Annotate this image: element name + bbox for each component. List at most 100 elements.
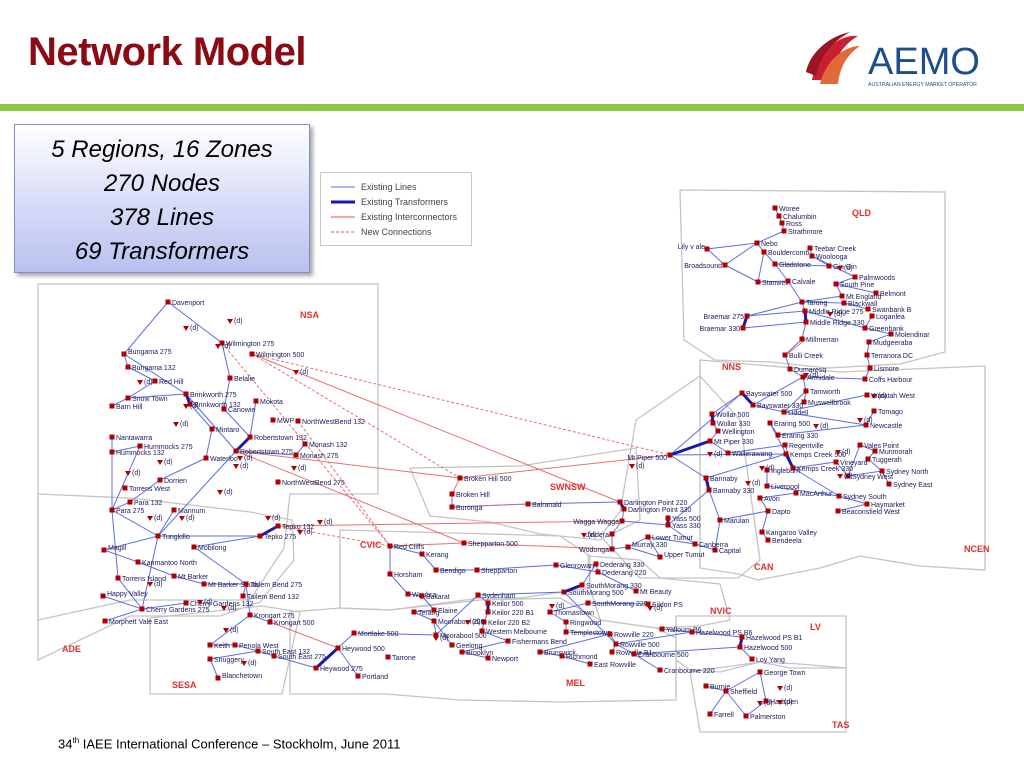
node-label: Magill: [108, 545, 127, 552]
node-marker: [563, 629, 569, 635]
network-line: [129, 479, 161, 503]
node-marker: [385, 654, 391, 660]
node-marker: [475, 592, 481, 598]
node-marker: [659, 626, 665, 632]
node-marker: [165, 299, 171, 305]
node-marker: [525, 501, 531, 507]
node-marker: [109, 449, 115, 455]
node-label: Penola West: [239, 643, 279, 650]
network-line: [769, 422, 787, 455]
node-marker: [593, 561, 599, 567]
dispatch-label: (d): [878, 393, 887, 400]
node-label: Ingleburn: [771, 468, 800, 475]
network-line: [647, 536, 696, 545]
node-label: Coffs Harbour: [869, 377, 913, 384]
node-marker: [879, 468, 885, 474]
node-label: South East 275: [278, 654, 326, 661]
node-marker: [863, 422, 869, 428]
footer-ordinal: 34: [58, 736, 73, 752]
dispatch-marker: [813, 424, 819, 429]
dispatch-marker: [237, 456, 243, 461]
dispatch-label: (d): [234, 318, 243, 325]
node-label: Wallerawang: [732, 451, 772, 458]
dispatch-marker: [157, 460, 163, 465]
node-marker: [703, 683, 709, 689]
footer-ordinal-suffix: th: [72, 736, 80, 745]
dispatch-label: (d): [132, 470, 141, 477]
node-marker: [387, 543, 393, 549]
node-label: Regentville: [789, 443, 824, 450]
zone-label: SWNSW: [550, 482, 586, 492]
node-marker: [449, 504, 455, 510]
node-label: Stanwell: [762, 280, 789, 287]
node-label: Robertstown 132: [254, 435, 307, 442]
network-line: [185, 393, 237, 452]
node-marker: [707, 711, 713, 717]
node-marker: [609, 649, 615, 655]
network-line: [413, 611, 435, 622]
network-line: [249, 400, 257, 438]
network-line: [137, 561, 175, 577]
node-marker: [433, 567, 439, 573]
node-label: Woree: [779, 206, 800, 213]
node-label: Dapto: [772, 509, 791, 516]
network-line: [835, 276, 856, 285]
node-label: Keilor 220 B2: [488, 620, 530, 627]
node-marker: [845, 473, 851, 479]
network-line: [103, 549, 139, 563]
node-marker: [836, 493, 842, 499]
node-label: Gladstone: [779, 262, 811, 269]
network-line: [257, 650, 275, 657]
dispatch-label: (d): [588, 532, 597, 539]
dispatch-marker: [465, 620, 471, 625]
node-marker: [183, 600, 189, 606]
node-label: Yallourn B6: [666, 627, 702, 634]
node-marker: [833, 281, 839, 287]
network-line: [633, 653, 661, 671]
node-marker: [474, 567, 480, 573]
node-marker: [772, 205, 778, 211]
node-label: Millmerran: [806, 337, 839, 344]
node-label: Jindera: [586, 532, 609, 539]
node-label: Thomastown: [554, 610, 594, 617]
zone-label: NSA: [300, 310, 320, 320]
node-marker: [431, 618, 437, 624]
node-label: Balranald: [532, 502, 562, 509]
node-label: Robertstown 275: [240, 449, 293, 456]
node-marker: [888, 331, 894, 337]
node-marker: [862, 325, 868, 331]
node-label: Mt England: [846, 294, 882, 301]
network-line: [801, 295, 843, 303]
region-boundary: [37, 283, 379, 621]
node-marker: [537, 649, 543, 655]
node-marker: [485, 655, 491, 661]
node-marker: [723, 688, 729, 694]
node-label: Red Cliffs: [394, 544, 425, 551]
network-line: [435, 594, 479, 636]
node-label: Brinkworth 275: [190, 392, 237, 399]
node-marker: [841, 300, 847, 306]
node-label: Braemar 275: [704, 314, 745, 321]
node-marker: [717, 517, 723, 523]
interconnector-line: [277, 520, 623, 527]
network-line: [766, 485, 840, 497]
node-marker: [801, 399, 807, 405]
node-marker: [739, 390, 745, 396]
network-line: [102, 595, 143, 610]
dispatch-label: (d): [844, 473, 853, 480]
dispatch-label: (d): [304, 529, 313, 536]
network-line: [669, 454, 707, 479]
network-line: [157, 509, 175, 537]
interconnector-line: [785, 338, 807, 356]
node-marker: [744, 313, 750, 319]
dispatch-marker: [293, 370, 299, 375]
node-marker: [665, 522, 671, 528]
dispatch-label: (d): [164, 459, 173, 466]
network-stats-box: 5 Regions, 16 Zones 270 Nodes 378 Lines …: [14, 124, 310, 273]
interconnector-line: [251, 353, 671, 456]
dispatch-marker: [837, 474, 843, 479]
node-marker: [219, 340, 225, 346]
dispatch-label: (d): [300, 369, 309, 376]
network-line: [549, 611, 567, 623]
node-label: Hadspen: [770, 699, 798, 706]
